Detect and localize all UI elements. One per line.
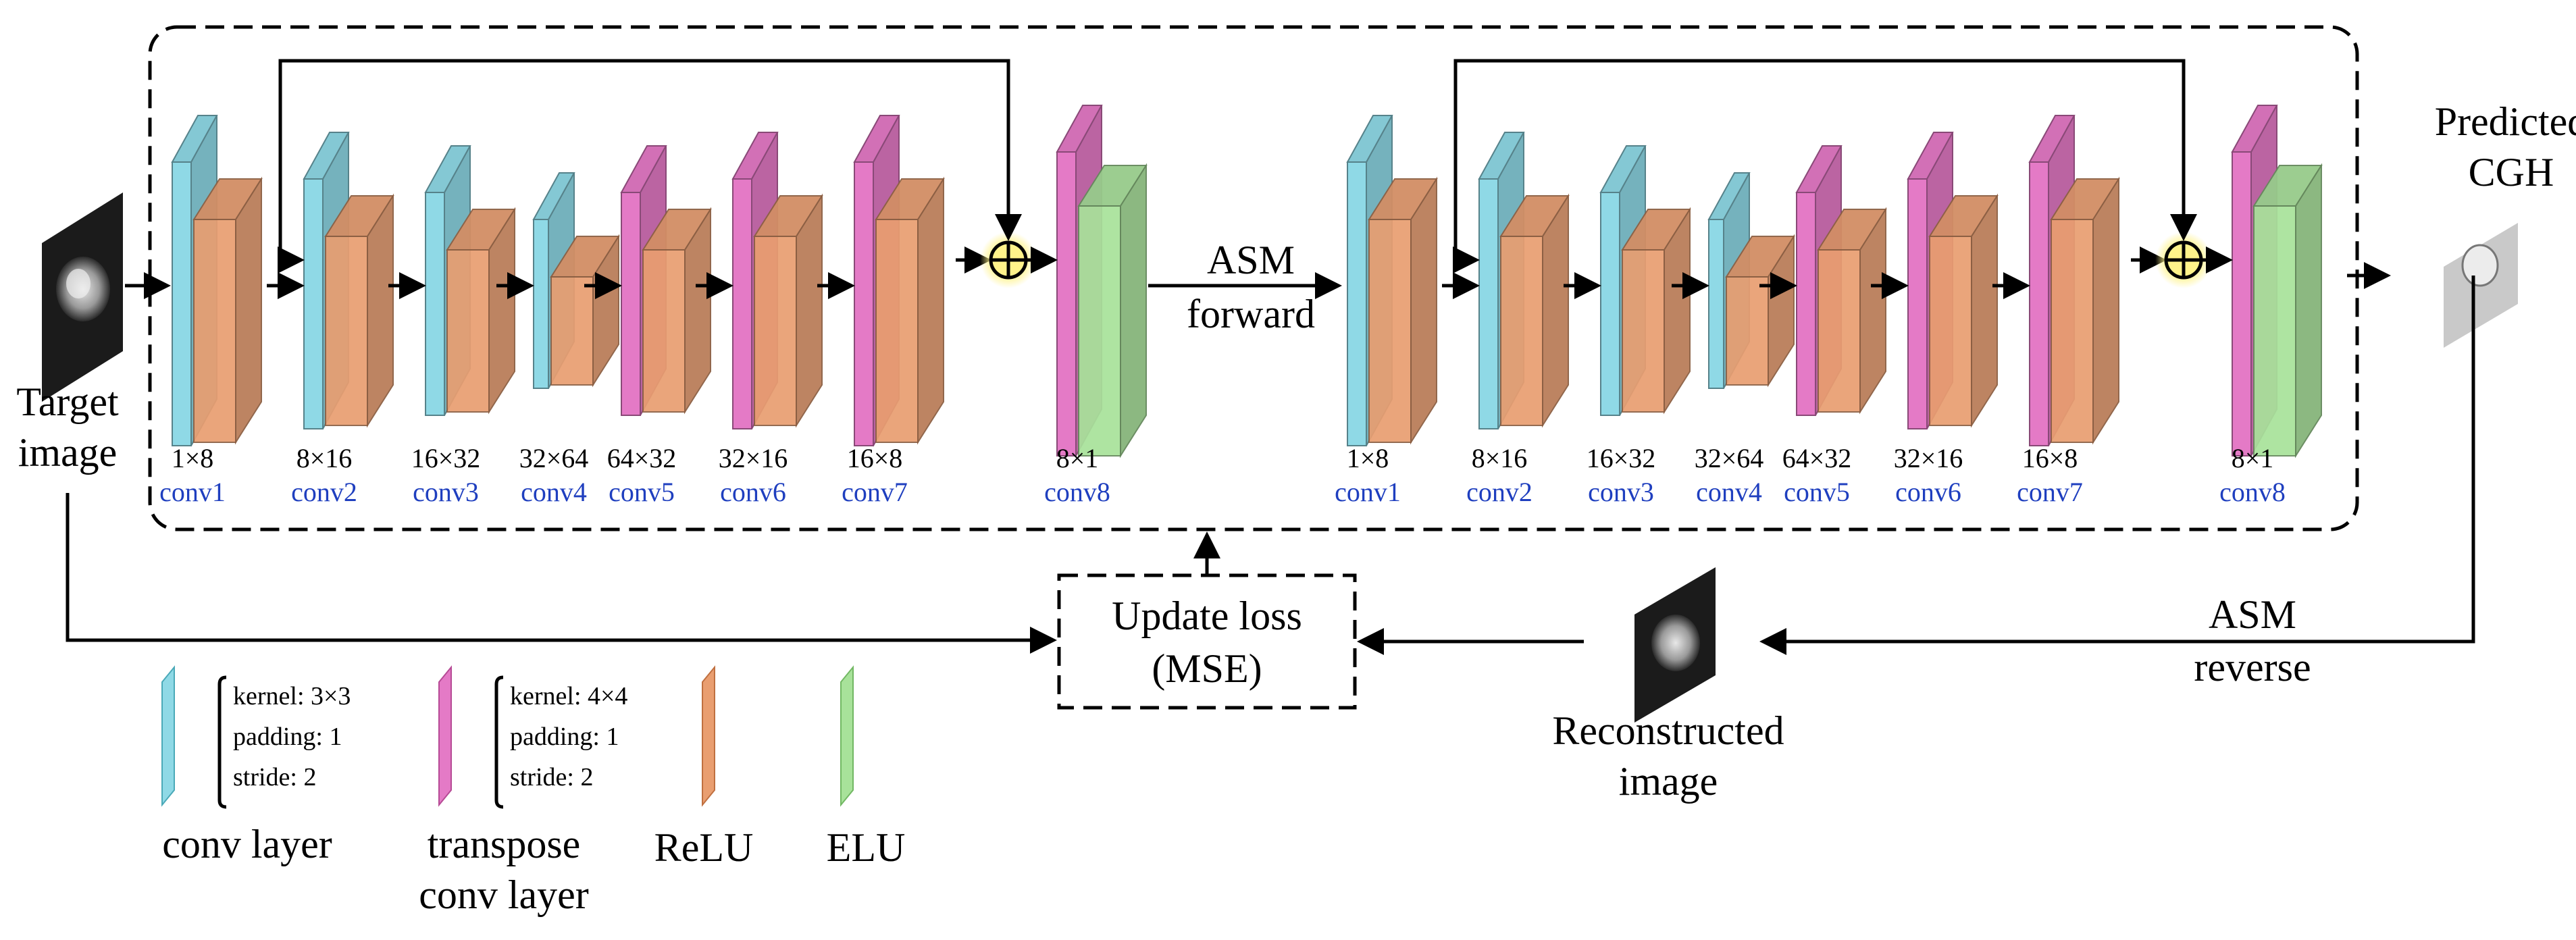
predicted-label-line1: Predicted xyxy=(2435,99,2576,144)
layer-conv7-relu xyxy=(875,176,945,445)
layer-name: conv4 xyxy=(1696,477,1762,507)
layer-dims: 8×16 xyxy=(1472,443,1528,473)
layer-conv6-relu xyxy=(1928,193,1999,428)
layer-conv5-relu xyxy=(1817,207,1887,415)
asm-reverse-line2: reverse xyxy=(2194,645,2311,689)
predicted-label-line2: CGH xyxy=(2469,150,2554,194)
predicted-cgh-image xyxy=(2444,223,2518,348)
layer-name: conv2 xyxy=(1466,477,1532,507)
layer-conv6-relu xyxy=(753,193,823,428)
target-label-line1: Target xyxy=(16,380,119,424)
layer-dims: 16×32 xyxy=(1587,443,1656,473)
target-label-line2: image xyxy=(18,430,118,475)
legend-conv-swatch xyxy=(161,665,175,807)
layer-dims: 8×1 xyxy=(1056,443,1099,473)
layer-dims: 32×16 xyxy=(1894,443,1963,473)
asm-forward-line1: ASM xyxy=(1207,238,1295,282)
legend-elu-name: ELU xyxy=(827,825,906,870)
reconstructed-label-line2: image xyxy=(1619,759,1718,804)
layer-name: conv7 xyxy=(2017,477,2083,507)
legend-conv-kernel: kernel: 3×3 xyxy=(233,682,351,710)
layer-name: conv7 xyxy=(842,477,908,507)
layer-name: conv4 xyxy=(521,477,587,507)
skip-connection xyxy=(278,59,1022,260)
layer-dims: 16×32 xyxy=(411,443,481,473)
layer-name: conv3 xyxy=(413,477,479,507)
reconstructed-image xyxy=(1634,567,1716,723)
layer-conv5-relu xyxy=(642,207,712,415)
layer-dims: 16×8 xyxy=(2022,443,2078,473)
network-2: 1×8 conv1 8×16 conv2 16×32 conv3 32×64 conv4 64×… xyxy=(1335,59,2323,507)
legend-conv-padding: padding: 1 xyxy=(233,723,342,751)
update-loss-line1: Update loss xyxy=(1112,594,1302,638)
layer-conv3-relu xyxy=(446,207,516,415)
layer-dims: 32×64 xyxy=(519,443,589,473)
update-loss-line2: (MSE) xyxy=(1152,646,1262,691)
layer-dims: 32×16 xyxy=(719,443,788,473)
legend-transpose-swatch xyxy=(438,665,452,807)
layer-name: conv8 xyxy=(1044,477,1110,507)
layer-name: conv1 xyxy=(159,477,226,507)
layer-name: conv1 xyxy=(1335,477,1401,507)
legend-conv-stride: stride: 2 xyxy=(233,763,316,791)
skip-adder xyxy=(2155,232,2212,288)
skip-connection xyxy=(1453,59,2197,260)
layer-dims: 8×1 xyxy=(2232,443,2274,473)
asm-reverse-line1: ASM xyxy=(2209,592,2296,637)
asm-forward-line2: forward xyxy=(1187,292,1315,336)
legend-transpose-stride: stride: 2 xyxy=(510,763,593,791)
network-1: 1×8 conv1 8×16 conv2 16×32 conv3 32×64 conv4 64×… xyxy=(159,59,1148,507)
layer-conv8-elu xyxy=(2252,163,2323,459)
legend-relu-name: ReLU xyxy=(654,825,754,870)
legend-elu-swatch xyxy=(840,665,854,807)
layer-name: conv8 xyxy=(2219,477,2286,507)
layer-conv1-relu xyxy=(1368,176,1438,445)
layer-name: conv6 xyxy=(1895,477,1961,507)
flow-connectors xyxy=(66,262,2475,655)
layer-name: conv6 xyxy=(720,477,786,507)
layer-conv1-relu xyxy=(192,176,263,445)
target-image xyxy=(42,192,123,402)
layer-dims: 16×8 xyxy=(847,443,903,473)
legend: kernel: 3×3 padding: 1 stride: 2 conv la… xyxy=(161,665,906,917)
layer-dims: 1×8 xyxy=(172,443,214,473)
legend-transpose-kernel: kernel: 4×4 xyxy=(510,682,627,710)
layer-conv3-relu xyxy=(1621,207,1691,415)
layer-name: conv5 xyxy=(1784,477,1850,507)
skip-adder xyxy=(980,232,1037,288)
layer-name: conv5 xyxy=(609,477,675,507)
legend-transpose-name-line1: transpose xyxy=(428,822,581,866)
layer-dims: 1×8 xyxy=(1347,443,1389,473)
layer-name: conv2 xyxy=(291,477,357,507)
layer-conv4-relu xyxy=(550,234,620,388)
layer-dims: 64×32 xyxy=(607,443,677,473)
legend-transpose-name-line2: conv layer xyxy=(419,872,589,917)
layer-conv8-elu xyxy=(1077,163,1148,459)
layer-conv2-relu xyxy=(324,193,394,428)
reconstructed-label-line1: Reconstructed xyxy=(1552,708,1784,753)
layer-dims: 8×16 xyxy=(297,443,353,473)
legend-relu-swatch xyxy=(702,665,715,807)
legend-transpose-padding: padding: 1 xyxy=(510,723,619,751)
layer-dims: 64×32 xyxy=(1782,443,1852,473)
layer-conv7-relu xyxy=(2050,176,2120,445)
layer-dims: 32×64 xyxy=(1695,443,1764,473)
legend-conv-name: conv layer xyxy=(162,822,332,866)
layer-conv2-relu xyxy=(1499,193,1570,428)
layer-name: conv3 xyxy=(1588,477,1654,507)
